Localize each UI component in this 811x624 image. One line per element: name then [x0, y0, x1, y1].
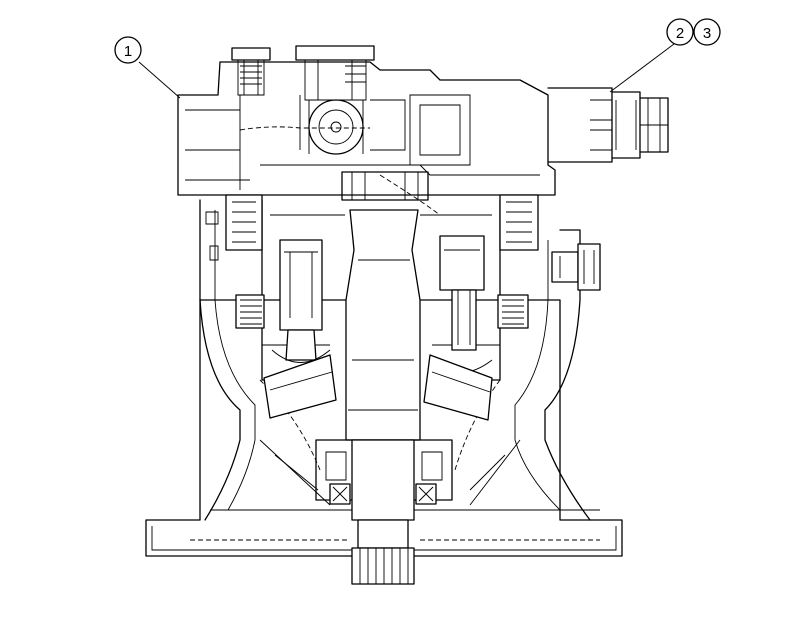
right-bearing-stack: [497, 194, 539, 329]
top-plug-right: [295, 45, 375, 101]
valve-block: [177, 61, 556, 216]
callout-1-label: 1: [124, 43, 132, 60]
motor-housing: [199, 199, 591, 521]
output-shaft: [315, 171, 453, 585]
drain-port-fitting: [551, 243, 601, 291]
callout-2: 2: [609, 18, 694, 93]
left-ports: [205, 211, 219, 261]
left-bearing-stack: [225, 194, 265, 329]
callout-3: 3: [693, 18, 721, 46]
relief-valve-cap: [308, 99, 364, 155]
left-piston: [271, 239, 331, 363]
top-plug-left: [231, 47, 271, 96]
callout-3-label: 3: [703, 25, 711, 42]
swash-plate: [263, 354, 493, 421]
callout-1: 1: [114, 36, 181, 99]
callout-2-label: 2: [676, 25, 684, 42]
right-piston: [431, 235, 493, 373]
brake-valve-cartridge: [547, 87, 669, 163]
